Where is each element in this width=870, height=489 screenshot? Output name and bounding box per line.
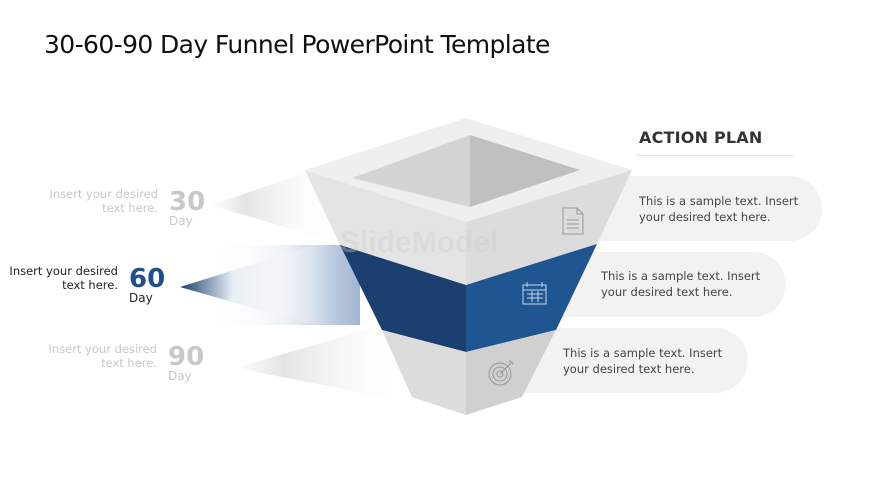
document-icon [562,207,584,235]
action-text-2-line-2: your desired text here. [601,285,733,299]
funnel-30-segment-right [466,170,632,285]
target-icon [488,360,514,386]
stage-30-pointer [210,165,330,240]
action-text-3-line-1: This is a sample text. Insert [563,346,723,360]
watermark: SlideModel [340,226,498,259]
stage-30-unit: Day [169,214,193,228]
slide-title: 30-60-90 Day Funnel PowerPoint Template [44,30,550,59]
stage-90-pointer [235,320,400,400]
action-text-2-line-1: This is a sample text. Insert [601,269,761,283]
funnel-inner-right-wall [470,135,580,207]
stage-60-number: 60 [129,264,166,294]
action-text-3-line-2: your desired text here. [563,362,695,376]
stage-60-pointer [180,240,330,330]
stage-60-unit: Day [129,291,153,305]
calendar-icon [522,282,547,305]
stage-30-number: 30 [169,187,206,217]
funnel-60-segment-left [340,245,466,352]
funnel-inner-left-wall [352,135,470,207]
stage-90-unit: Day [168,369,192,383]
stage-90-text: Insert your desired text here. [48,342,157,370]
action-text-1: This is a sample text. Insert your desire… [639,193,798,225]
heading-divider [636,155,794,156]
stage-30-text: Insert your desired text here. [49,187,158,215]
action-text-2: This is a sample text. Insert your desire… [601,268,760,300]
stage-60-text: Insert your desired text here. [9,264,118,292]
action-text-1-line-1: This is a sample text. Insert [639,194,799,208]
stage-90-number: 90 [168,342,205,372]
action-text-3: This is a sample text. Insert your desire… [563,345,722,377]
action-plan-heading: ACTION PLAN [639,128,763,147]
funnel-90-segment-left [382,330,466,415]
action-text-1-line-2: your desired text here. [639,210,771,224]
funnel-30-segment-left [305,170,466,285]
